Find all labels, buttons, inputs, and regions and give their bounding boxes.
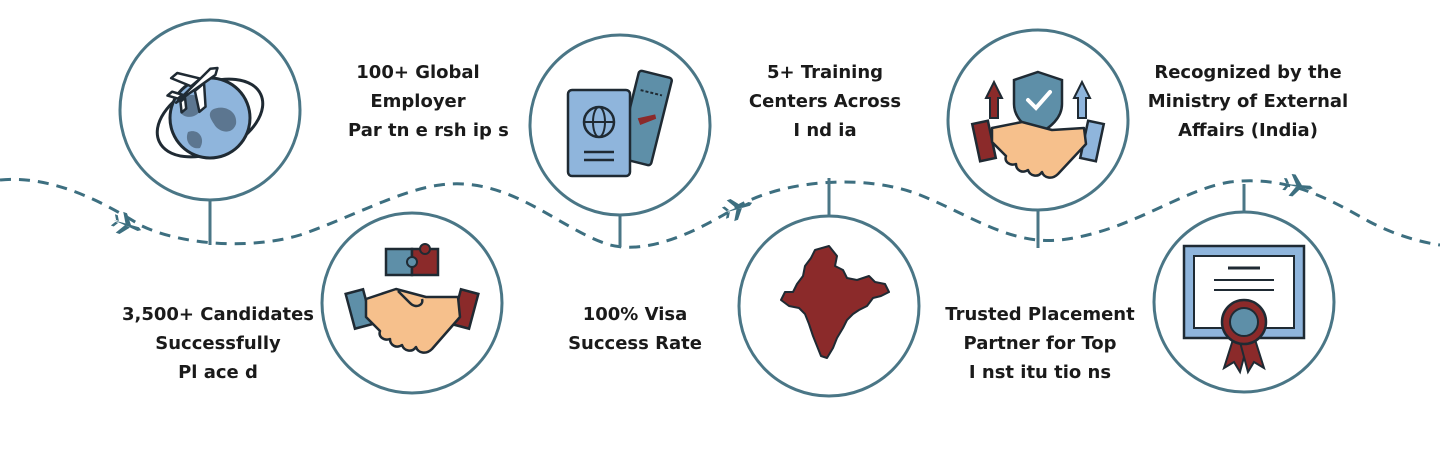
path-plane-icon xyxy=(110,211,142,234)
path-plane-icon xyxy=(1282,173,1313,197)
path-plane-icon xyxy=(721,199,753,222)
passport-ticket-icon xyxy=(566,69,673,178)
shield-handshake-icon xyxy=(970,70,1106,179)
flight-path xyxy=(0,177,1440,249)
handshake-puzzle-icon xyxy=(344,243,480,354)
globe-airplane-icon xyxy=(155,66,265,160)
certificate-icon xyxy=(1182,244,1306,375)
india-map-icon xyxy=(780,245,890,359)
